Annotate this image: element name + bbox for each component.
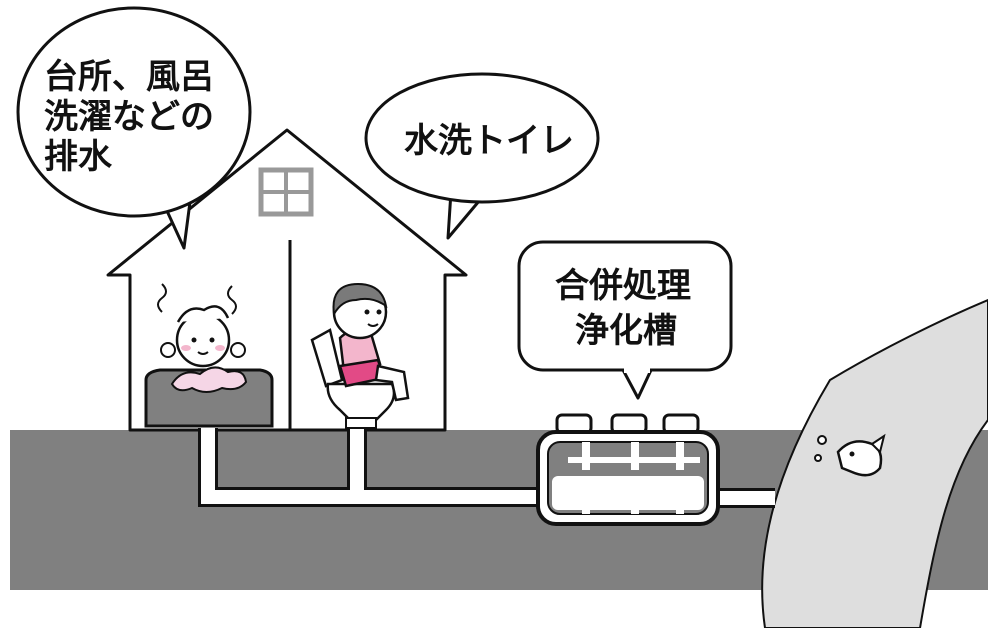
drain-pipes [198,424,775,508]
bubble-toilet-line-1: 水洗トイレ [404,121,574,161]
septic-tank-icon [536,413,720,526]
bubble-kitchen-line-1: 台所、風呂 [44,57,214,97]
bubble-kitchen-line-3: 排水 [44,137,113,177]
bubble-kitchen-line-2: 洗濯などの [44,97,214,137]
window-icon [258,167,314,217]
bubble-septic-line-2: 浄化槽 [575,311,677,351]
bathtub-icon [144,366,274,428]
fish-icon [814,433,886,477]
speech-bubble-septic: 合併処理 浄化槽 [517,240,733,400]
speech-bubble-toilet: 水洗トイレ [364,72,600,240]
speech-bubble-kitchen-bath: 台所、風呂 洗濯などの 排水 [16,6,252,250]
baby-in-bath-icon [157,283,246,368]
child-on-toilet-icon [310,282,410,429]
bubble-septic-line-1: 合併処理 [555,266,691,306]
